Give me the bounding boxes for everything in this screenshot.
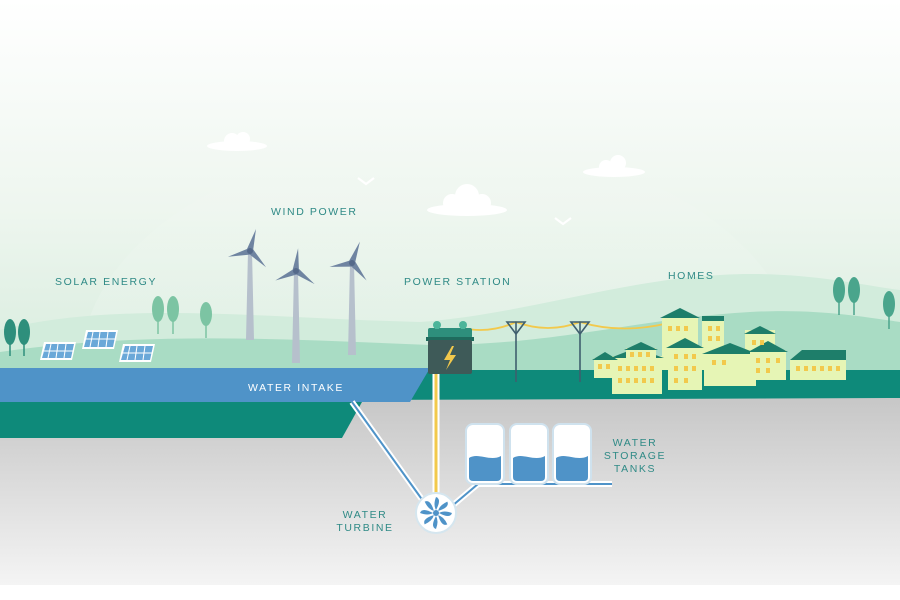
cloud [207, 132, 267, 151]
label-water-turbine: WATER TURBINE [330, 509, 400, 535]
homes-cluster [592, 308, 846, 394]
power-line [461, 319, 681, 331]
wind-turbine [227, 229, 267, 340]
label-wind-power: WIND POWER [271, 206, 358, 218]
lake-water [0, 368, 430, 402]
wind-turbine [329, 241, 367, 355]
label-power-station: POWER STATION [404, 276, 512, 288]
bird [554, 217, 572, 226]
label-homes: HOMES [668, 270, 715, 282]
label-water-storage-tanks-line1: WATER [612, 437, 658, 449]
tree [848, 277, 860, 315]
tree [4, 319, 16, 356]
solar-panel [82, 330, 118, 349]
tree [152, 296, 164, 334]
water-storage-tank [552, 423, 592, 485]
solar-panel [40, 342, 76, 360]
label-water-turbine-line2: TURBINE [336, 522, 394, 534]
lightning-bolt-icon [444, 346, 456, 370]
water-turbine-icon [415, 492, 457, 534]
water-storage-tank [509, 423, 549, 485]
cloud [427, 184, 507, 216]
tree [200, 302, 212, 338]
tree [833, 277, 845, 315]
label-water-turbine-line1: WATER [342, 509, 388, 521]
shore-band [0, 402, 362, 438]
power-pylon [569, 321, 591, 382]
intake-pipe-core [351, 401, 427, 506]
solar-panel [119, 344, 155, 362]
label-water-storage-tanks-line3: TANKS [613, 463, 657, 475]
tree [883, 291, 895, 329]
tree [18, 319, 30, 356]
bird [357, 177, 375, 186]
cloud [583, 155, 645, 177]
label-water-storage-tanks-line2: STORAGE [603, 450, 667, 462]
water-storage-tank [465, 423, 505, 485]
wind-turbine [275, 248, 315, 363]
power-station [426, 321, 474, 374]
power-pylon [505, 321, 527, 382]
underground [0, 398, 900, 585]
tree [167, 296, 179, 334]
label-water-intake: WATER INTAKE [248, 382, 345, 394]
label-water-storage-tanks: WATER STORAGE TANKS [600, 437, 670, 476]
label-solar-energy: SOLAR ENERGY [55, 276, 158, 288]
